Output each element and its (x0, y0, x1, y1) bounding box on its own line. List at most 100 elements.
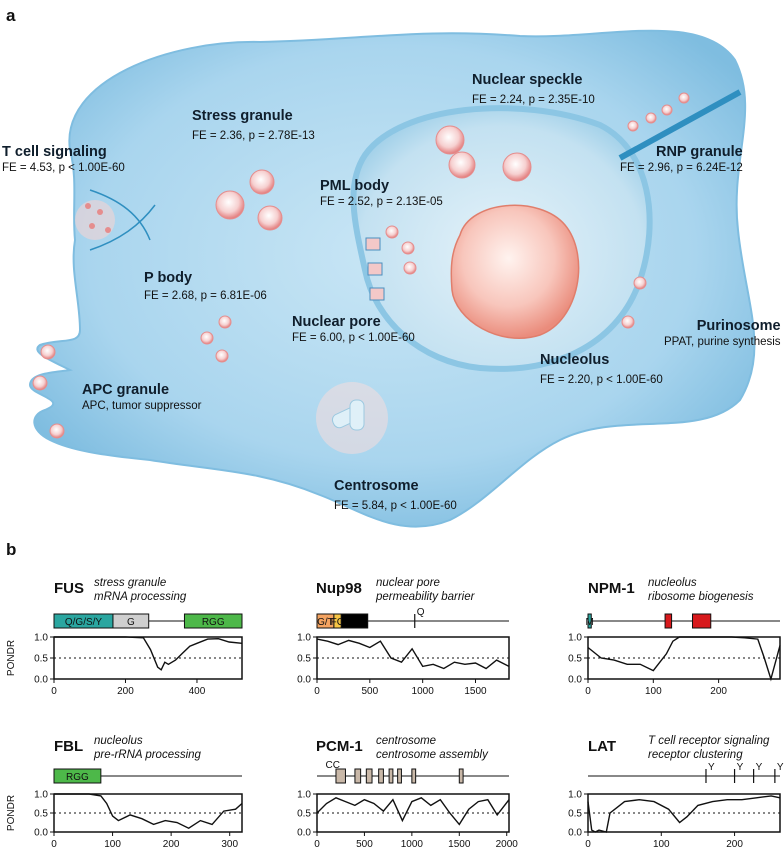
x-tick-label: 0 (314, 686, 320, 697)
domain-label: Y (777, 762, 784, 773)
domain-label: RGG (202, 617, 225, 628)
domain-label: G (127, 617, 135, 628)
label-nuclear-pore: Nuclear pore FE = 6.00, p < 1.00E-60 (292, 314, 415, 344)
y-axis-label: PONDR (6, 795, 17, 831)
stress-granule-shape (249, 169, 275, 195)
x-tick-label: 200 (726, 839, 743, 850)
domain-label: RGG (66, 772, 89, 783)
label-rnp-granule: RNP granule FE = 2.96, p = 6.24E-12 (620, 144, 743, 174)
nuclear-pore-shape (369, 287, 385, 301)
x-tick-label: 0 (314, 839, 320, 850)
nuclear-pore-shape (367, 262, 383, 276)
domain-label: Q/G/S/Y (65, 617, 103, 628)
x-tick-label: 0 (585, 686, 591, 697)
pml-granule (401, 241, 415, 255)
y-tick-label: 0.0 (297, 675, 311, 686)
domain-box (354, 768, 362, 784)
label-p-body: P body FE = 2.68, p = 6.81E-06 (144, 270, 267, 302)
label-nucleolus: Nucleolus FE = 2.20, p < 1.00E-60 (540, 352, 663, 386)
y-tick-label: 0.5 (297, 654, 311, 665)
domain-box (53, 768, 102, 784)
pondr-series-line (316, 796, 510, 826)
y-tick-label: 1.0 (568, 633, 582, 644)
x-tick-label: 200 (163, 839, 180, 850)
x-tick-label: 0 (585, 839, 591, 850)
x-tick-label: 1500 (464, 686, 487, 697)
domain-box (397, 768, 402, 784)
domain-box (340, 613, 369, 629)
x-tick-label: 100 (653, 839, 670, 850)
y-tick-label: 0.0 (34, 675, 48, 686)
label-apc-granule: APC granule APC, tumor suppressor (82, 382, 202, 412)
label-centrosome: Centrosome FE = 5.84, p < 1.00E-60 (334, 478, 457, 512)
domain-box (365, 768, 373, 784)
pondr-series-line (54, 636, 243, 671)
x-tick-label: 100 (645, 686, 662, 697)
pml-granule (385, 225, 399, 239)
x-tick-label: 200 (710, 686, 727, 697)
protein-name-npm1: NPM-1 (588, 580, 635, 597)
domain-label: Y (737, 762, 744, 773)
y-tick-label: 1.0 (297, 633, 311, 644)
domain-label: Q (417, 607, 425, 618)
apc-granule-shape (32, 375, 48, 391)
nuclear-pore-shape (365, 237, 381, 251)
y-tick-label: 1.0 (568, 790, 582, 801)
x-tick-label: 200 (117, 686, 134, 697)
domain-box (335, 768, 346, 784)
centrosome-shape (316, 382, 388, 454)
x-tick-label: 400 (189, 686, 206, 697)
panel-b-letter: b (6, 540, 17, 559)
domain-label: G/T (317, 617, 334, 628)
protein-name-nup98: Nup98 (316, 580, 362, 597)
domain-label: FG (331, 617, 345, 628)
p-body-shape (218, 315, 232, 329)
y-tick-label: 1.0 (297, 790, 311, 801)
x-tick-label: 500 (361, 686, 378, 697)
p-body-shape (215, 349, 229, 363)
domain-label: Y (756, 762, 763, 773)
label-nuclear-speckle: Nuclear speckle FE = 2.24, p = 2.35E-10 (472, 72, 595, 106)
y-tick-label: 0.0 (297, 828, 311, 839)
protein-name-pcm1: PCM-1 (316, 738, 363, 755)
label-purinosome: Purinosome PPAT, purine synthesis (664, 318, 781, 348)
x-tick-label: 2000 (496, 839, 519, 850)
y-tick-label: 0.5 (297, 809, 311, 820)
nucleolus-shape (450, 204, 580, 340)
y-tick-label: 0.5 (568, 809, 582, 820)
domain-box (458, 768, 464, 784)
domain-box (664, 613, 673, 629)
rnp-granule-shape (678, 92, 690, 104)
y-tick-label: 0.0 (34, 828, 48, 839)
p-body-shape (200, 331, 214, 345)
label-pml-body: PML body FE = 2.52, p = 2.13E-05 (320, 178, 443, 208)
label-t-cell-signaling: T cell signaling FE = 4.53, p < 1.00E-60 (2, 144, 125, 174)
apc-granule-shape (40, 344, 56, 360)
pml-granule (403, 261, 417, 275)
protein-name-fus: FUS (54, 580, 84, 597)
domain-box (587, 613, 592, 629)
t-cell-cluster (75, 189, 156, 251)
domain-label: Y (708, 762, 715, 773)
x-tick-label: 1500 (448, 839, 471, 850)
domain-box (691, 613, 712, 629)
stress-granule-shape (215, 190, 245, 220)
y-axis-label: PONDR (6, 640, 17, 676)
x-tick-label: 0 (51, 839, 57, 850)
y-tick-label: 0.5 (568, 654, 582, 665)
rnp-granule-shape (645, 112, 657, 124)
plot-frame (53, 636, 243, 680)
stress-granule-shape (257, 205, 283, 231)
label-stress-granule: Stress granule FE = 2.36, p = 2.78E-13 (192, 108, 315, 142)
protein-name-fbl: FBL (54, 738, 84, 755)
pondr-series-line (54, 793, 243, 830)
pondr-series-line (587, 636, 781, 682)
